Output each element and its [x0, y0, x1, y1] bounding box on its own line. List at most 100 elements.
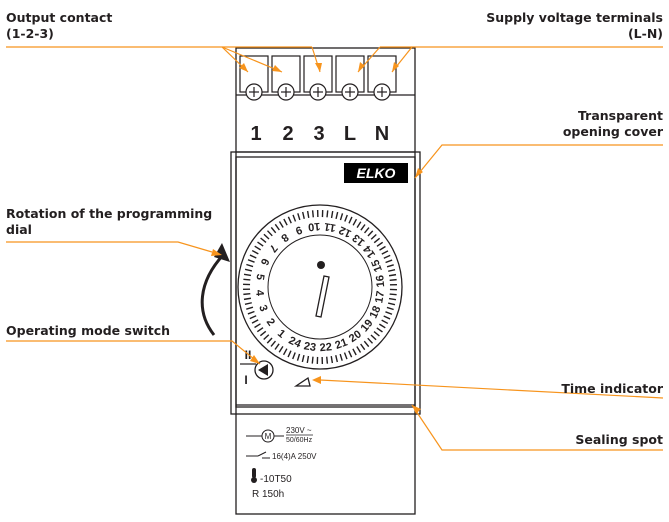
brand-logo: ELKO [344, 163, 408, 183]
terminal-label-N: N [375, 123, 389, 145]
dial-tick [352, 348, 357, 356]
dial-tick [249, 254, 257, 259]
dial-tick [274, 343, 280, 350]
dial-tick [343, 352, 348, 360]
dial-tick [297, 213, 301, 221]
callout-supply-terminals-line2: (L-N) [627, 26, 663, 41]
dial-tick [339, 353, 343, 361]
dial-tick [287, 216, 292, 224]
rating-voltage: 230V ~ [286, 426, 312, 435]
dial-tick [344, 214, 348, 222]
dial-tick [367, 337, 374, 344]
callout-rotation-line1: Rotation of the programming [6, 206, 213, 221]
callout-sealing-spot: Sealing spot [575, 432, 663, 447]
dial-hour-19: 19 [359, 317, 376, 334]
dial-hour-8: 8 [279, 231, 291, 244]
dial-hour-10: 10 [307, 220, 320, 233]
dial-tick [278, 221, 284, 228]
dial-hour-24: 24 [287, 335, 304, 351]
dial-tick [326, 356, 329, 364]
dial-tick [388, 268, 396, 272]
dial-tick [249, 315, 257, 320]
dial-tick [376, 241, 384, 247]
dial-tick [246, 306, 254, 310]
dial-tick [287, 350, 292, 358]
dial-tick [263, 233, 270, 240]
dial-tick [389, 278, 397, 281]
ratings-panel: M 230V ~ 50/60Hz 16(4)A 250V -10T50 R 15… [246, 426, 317, 500]
dial-tick [257, 241, 264, 247]
dial-tick [348, 216, 353, 224]
dial-hour-17: 17 [373, 290, 387, 304]
terminal-screw-1 [239, 55, 269, 101]
switch-symbol-top: II [245, 348, 252, 362]
dial-tick [246, 263, 254, 268]
dial-tick [266, 337, 273, 344]
dial-tick [360, 224, 366, 231]
dial-tick [388, 273, 397, 277]
dial-tick [387, 302, 396, 306]
dial-tick [301, 211, 305, 219]
dial-tick [256, 327, 264, 333]
dial-tick [388, 297, 397, 301]
dial-hour-23: 23 [303, 340, 317, 354]
dial-knob [315, 261, 330, 318]
leader-rotation [6, 241, 213, 253]
terminal-label-2: 2 [282, 123, 293, 145]
dial-tick [278, 345, 284, 353]
thermometer-icon [251, 468, 257, 483]
rotation-arrow [200, 243, 230, 336]
dial-hour-15: 15 [369, 258, 385, 274]
terminal-label-L: L [344, 123, 356, 145]
dial-tick [306, 355, 310, 364]
dial-tick [381, 319, 389, 325]
callout-rotation-line2: dial [6, 222, 32, 237]
dial-tick [385, 311, 393, 315]
rating-frequency: 50/60Hz [286, 437, 313, 444]
dial-hour-6: 6 [258, 256, 271, 267]
dial-tick [383, 315, 391, 320]
dial-tick [243, 293, 251, 296]
dial-hour-16: 16 [374, 274, 387, 287]
callout-supply-terminals-line1: Supply voltage terminals [486, 10, 663, 25]
dial-tick [244, 302, 252, 306]
dial-tick [311, 356, 314, 364]
dial-tick [330, 210, 334, 219]
terminal-screw-L [335, 55, 365, 101]
callout-transparent-cover-line1: Transparent [578, 108, 663, 123]
dial-tick [266, 230, 273, 237]
dial-tick [379, 245, 386, 251]
leader-supply-terminals [357, 46, 663, 73]
dial-hour-9: 9 [294, 223, 304, 236]
terminal-screw-N [367, 55, 397, 101]
time-indicator-triangle [293, 376, 311, 387]
dial-hour-4: 4 [253, 289, 266, 297]
callout-transparent-cover: Transparent opening cover [563, 108, 663, 140]
dial-tick [352, 218, 358, 226]
dial-tick [373, 330, 380, 337]
dial-hour-3: 3 [256, 303, 269, 313]
dial-tick [283, 218, 288, 226]
callout-output-contact: Output contact (1-2-3) [6, 10, 112, 42]
dial-tick [270, 340, 277, 347]
callout-rotation: Rotation of the programming dial [6, 206, 212, 238]
dial-tick [260, 237, 267, 244]
rating-temperature: -10T50 [260, 474, 292, 485]
dial-tick [247, 259, 255, 263]
dial-tick [386, 306, 394, 311]
switch-symbol-bottom: I [244, 373, 247, 387]
leader-output-contact [6, 46, 321, 73]
mode-switch: II I [240, 348, 274, 387]
dial-tick [356, 221, 362, 229]
dial-tick [301, 354, 305, 363]
dial-tick [292, 352, 296, 360]
dial-hour-18: 18 [368, 304, 384, 320]
terminal-screw-3 [303, 55, 333, 101]
dial-tick [348, 350, 353, 358]
callout-time-indicator: Time indicator [561, 381, 663, 396]
callout-transparent-cover-line2: opening cover [562, 124, 663, 139]
dial-tick [356, 346, 362, 353]
terminal-label-3: 3 [313, 123, 324, 145]
dial-tick [274, 223, 280, 231]
dial-tick [339, 213, 344, 221]
